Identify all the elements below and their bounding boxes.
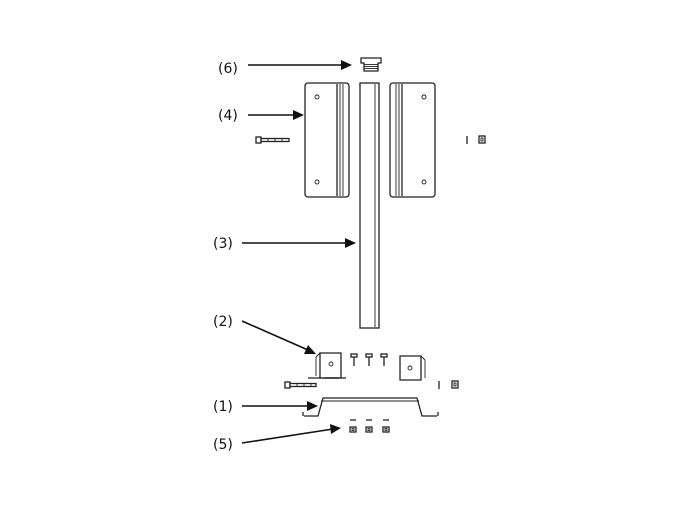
callout-label-6: (6) — [218, 61, 238, 77]
callout-arrow-4 — [248, 110, 304, 120]
clamp-plate-left — [304, 82, 350, 198]
base-plate — [302, 397, 439, 417]
screw-2 — [365, 353, 373, 366]
nut-3 — [382, 419, 390, 433]
callout-label-1: (1) — [213, 399, 233, 415]
nut-1 — [349, 419, 357, 433]
callout-label-4: (4) — [218, 108, 238, 124]
bracket-left — [308, 352, 346, 379]
callout-arrow-3 — [242, 238, 356, 248]
callout-arrow-2 — [241, 320, 316, 354]
long-bolt-lower — [284, 381, 317, 389]
nut-2 — [365, 419, 373, 433]
washer-nut-lower — [438, 380, 459, 389]
screw-3 — [380, 353, 388, 366]
callout-arrow-6 — [248, 60, 352, 70]
callout-label-5: (5) — [213, 437, 233, 453]
clamp-plate-right — [389, 82, 436, 198]
end-cap — [360, 57, 382, 72]
callout-arrow-1 — [242, 401, 318, 411]
screw-1 — [350, 353, 358, 366]
callout-arrow-5 — [241, 424, 341, 444]
bracket-right — [399, 355, 426, 381]
callout-label-3: (3) — [213, 236, 233, 252]
washer-nut-upper — [466, 135, 486, 144]
post — [359, 82, 380, 329]
callout-label-2: (2) — [213, 314, 233, 330]
long-bolt-upper — [255, 136, 290, 144]
